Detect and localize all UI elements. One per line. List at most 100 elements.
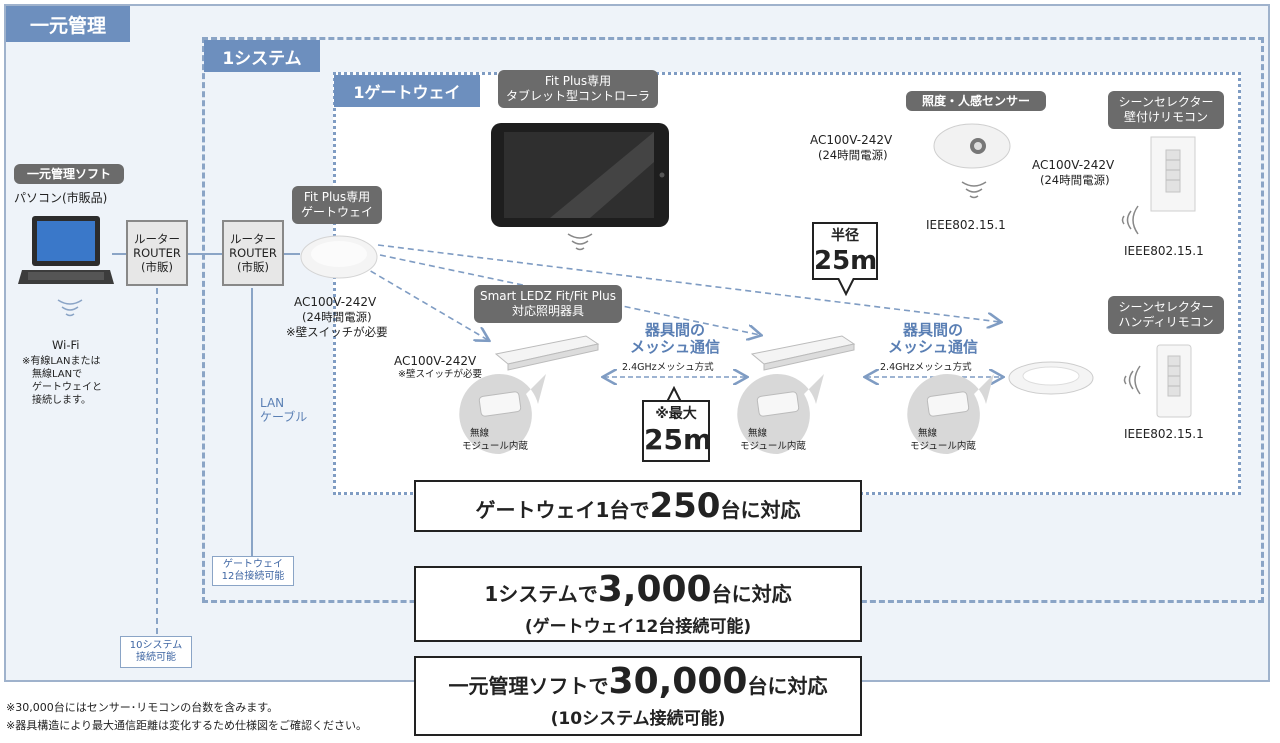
capacity-system-num: 3,000 (597, 569, 712, 610)
lan-label-2: ケーブル (260, 410, 308, 424)
module-2-line2: モジュール内蔵 (740, 441, 806, 452)
max-distance-callout: ※最大 25m (642, 400, 713, 462)
wall-remote-power-2: (24時間電源) (1040, 173, 1110, 187)
arrow-gw-fixture1 (361, 265, 488, 340)
gateways-badge-line2: 12台接続可能 (221, 571, 285, 582)
router-1-line3: (市販) (141, 260, 173, 274)
module-3-line2: モジュール内蔵 (910, 441, 976, 452)
wall-remote-label-line1: シーンセレクター (1118, 95, 1214, 109)
wall-remote-protocol: IEEE802.15.1 (1124, 244, 1204, 258)
capacity-system-post: 台に対応 (711, 582, 792, 606)
overall-tab: 一元管理 (6, 6, 130, 42)
capacity-gateway-post: 台に対応 (720, 498, 801, 522)
led-fixture-1-icon (494, 335, 600, 371)
module-bubble-3 (907, 374, 994, 455)
pc-note-4: 接続します。 (32, 395, 91, 406)
pc-note-2: 無線LANで (32, 369, 83, 380)
gateway-tab: 1ゲートウェイ (334, 75, 480, 107)
tablet-icon (491, 123, 669, 227)
lan-label-1: LAN (260, 396, 285, 410)
sensor-power-1: AC100V-242V (810, 133, 893, 147)
capacity-system-pre: 1システムで (484, 582, 598, 606)
mesh-title-1-line2: メッシュ通信 (629, 338, 720, 356)
mesh-method-1: 2.4GHzメッシュ方式 (622, 362, 714, 373)
router-2-line2: ROUTER (229, 246, 277, 260)
capacity-software-post: 台に対応 (747, 674, 828, 698)
capacity-gateway: ゲートウェイ1台で250台に対応 (414, 480, 862, 532)
max-distance-label: ※最大 (655, 406, 697, 422)
capacity-system: 1システムで3,000台に対応 (ゲートウェイ12台接続可能) (414, 566, 862, 642)
handy-remote-icon (1156, 344, 1192, 418)
downlight-icon (1008, 361, 1094, 395)
gateway-label-line2: ゲートウェイ (300, 205, 373, 219)
capacity-software-sub: (10システム接続可能) (550, 709, 726, 729)
system-tab: 1システム (204, 40, 320, 72)
handy-remote-protocol: IEEE802.15.1 (1124, 427, 1204, 441)
module-bubble-1 (459, 374, 546, 455)
module-1-line1: 無線 (470, 428, 490, 439)
tablet-label-line2: タブレット型コントローラ (505, 89, 650, 103)
handy-remote-label: シーンセレクター ハンディリモコン (1108, 296, 1224, 334)
gateway-label-line1: Fit Plus専用 (303, 190, 371, 204)
wifi-icon (57, 299, 83, 317)
wall-remote-signal-icon (1121, 205, 1139, 235)
gateway-label: Fit Plus専用 ゲートウェイ (292, 186, 382, 224)
systems-badge: 10システム 接続可能 (120, 636, 192, 668)
router-1-line2: ROUTER (133, 246, 181, 260)
systems-badge-line2: 接続可能 (136, 652, 176, 663)
gateways-badge-line1: ゲートウェイ (223, 559, 283, 570)
capacity-software-pre: 一元管理ソフトで (448, 674, 609, 698)
handy-remote-label-line2: ハンディリモコン (1118, 315, 1214, 329)
module-2-line1: 無線 (748, 428, 768, 439)
gateway-power-1: AC100V-242V (294, 295, 377, 309)
footnote-2: ※器具構造により最大通信距離は変化するため仕様図をご確認ください。 (6, 719, 367, 732)
mesh-title-1: 器具間の メッシュ通信 (620, 322, 730, 356)
router-1: ルーター ROUTER (市販) (126, 220, 188, 286)
router-2-line1: ルーター (230, 232, 276, 246)
radius-value: 25m (814, 246, 878, 276)
capacity-gateway-num: 250 (649, 486, 721, 526)
radius-callout: 半径 25m (812, 222, 878, 280)
module-3-line1: 無線 (918, 428, 938, 439)
sensor-icon (933, 123, 1011, 169)
radius-label: 半径 (831, 228, 859, 244)
capacity-system-sub: (ゲートウェイ12台接続可能) (524, 617, 752, 637)
module-bubble-2 (737, 374, 824, 455)
tablet-label: Fit Plus専用 タブレット型コントローラ (498, 70, 658, 108)
module-1-line2: モジュール内蔵 (462, 441, 528, 452)
fixture-label-line1: Smart LEDZ Fit/Fit Plus (479, 289, 617, 303)
router-2: ルーター ROUTER (市販) (222, 220, 284, 286)
handy-remote-signal-icon (1123, 365, 1141, 395)
fixture-power: AC100V-242V (394, 354, 477, 368)
capacity-gateway-pre: ゲートウェイ1台で (475, 498, 650, 522)
arrow-gw-handy (377, 244, 1000, 322)
sensor-power-2: (24時間電源) (818, 148, 888, 162)
wall-remote-power-1: AC100V-242V (1032, 158, 1115, 172)
sensor-protocol: IEEE802.15.1 (926, 218, 1006, 232)
radius-pointer (837, 278, 855, 297)
wifi-label: Wi-Fi (52, 338, 80, 352)
handy-remote-label-line1: シーンセレクター (1118, 300, 1214, 314)
fixture-power-note: ※壁スイッチが必要 (398, 369, 482, 380)
mesh-title-2: 器具間の メッシュ通信 (878, 322, 988, 356)
wall-remote-icon (1150, 136, 1196, 212)
sensor-signal-icon (961, 181, 987, 199)
gateways-badge: ゲートウェイ 12台接続可能 (212, 556, 294, 586)
gateway-power-2: (24時間電源) (302, 310, 372, 324)
gateway-power-3: ※壁スイッチが必要 (286, 325, 388, 339)
tablet-label-line1: Fit Plus専用 (544, 74, 612, 88)
gateway-device-icon (300, 235, 378, 279)
mesh-title-1-line1: 器具間の (644, 321, 705, 339)
mesh-method-2: 2.4GHzメッシュ方式 (880, 362, 972, 373)
laptop-icon (18, 216, 114, 284)
max-distance-value: 25m (644, 423, 713, 456)
capacity-software-num: 30,000 (608, 661, 748, 702)
systems-badge-line1: 10システム (129, 640, 183, 651)
pc-note-1: ※有線LANまたは (22, 356, 101, 367)
mesh-title-2-line1: 器具間の (902, 321, 963, 339)
fixture-label: Smart LEDZ Fit/Fit Plus 対応照明器具 (474, 285, 622, 323)
capacity-software: 一元管理ソフトで30,000台に対応 (10システム接続可能) (414, 656, 862, 736)
footnote-1: ※30,000台にはセンサー･リモコンの台数を含みます。 (6, 701, 279, 714)
pc-note-3: ゲートウェイと (32, 382, 102, 393)
router-1-line1: ルーター (134, 232, 180, 246)
